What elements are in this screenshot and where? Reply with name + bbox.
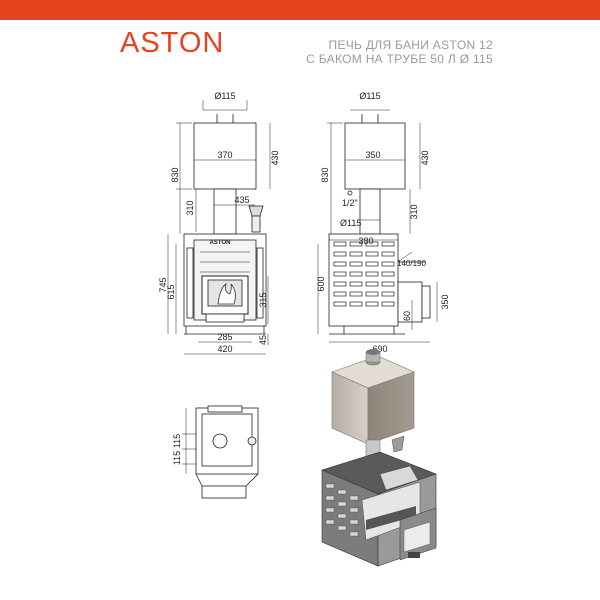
side-tank <box>344 122 406 190</box>
front-stove-logo: ASTON <box>210 240 231 246</box>
side-dim-tank-width: 350 <box>365 150 380 160</box>
side-dim-pipe-height: 310 <box>409 204 419 219</box>
product-title-line1: ПЕЧЬ ДЛЯ БАНИ ASTON 12 <box>328 38 493 52</box>
front-dim-pipe-height: 310 <box>185 200 195 215</box>
front-dim-total-height: 830 <box>170 167 180 182</box>
side-view <box>317 109 438 343</box>
front-pipe <box>213 188 237 235</box>
side-dim-firebox-offset: 60 <box>402 311 412 321</box>
side-dim-total-height: 830 <box>320 167 330 182</box>
front-dim-tank-height: 430 <box>270 150 280 165</box>
front-dim-door-width: 285 <box>217 332 232 342</box>
side-dim-pipe-lower: Ø115 <box>340 218 361 228</box>
brand-logo: ASTON <box>120 27 225 59</box>
front-dim-base-width: 420 <box>217 344 232 354</box>
front-dim-leg-height: 45 <box>258 335 268 345</box>
side-stove-body <box>328 233 399 327</box>
top-dim-a: 115 <box>172 434 182 448</box>
front-tank <box>193 122 257 190</box>
product-title-line2: С БАКОМ НА ТРУБЕ 50 Л Ø 115 <box>306 52 493 66</box>
front-dim-body-height: 615 <box>166 284 176 299</box>
front-dim-offset: 435 <box>234 195 249 205</box>
product-title: ПЕЧЬ ДЛЯ БАНИ ASTON 12 С БАКОМ НА ТРУБЕ … <box>306 38 493 66</box>
side-dim-tank-height: 430 <box>420 150 430 165</box>
front-dim-pipe: Ø115 <box>214 91 235 101</box>
side-dim-total-depth: 690 <box>372 344 387 354</box>
side-dim-top-width: 380 <box>358 236 373 246</box>
front-dim-door-height: 315 <box>258 292 268 307</box>
side-dim-firebox-height: 350 <box>440 294 450 309</box>
side-dim-fitting: 1/2" <box>342 198 358 208</box>
header-bar <box>0 0 600 20</box>
side-dim-pipe: Ø115 <box>359 91 380 101</box>
top-view <box>182 405 259 499</box>
side-dim-stove-height: 600 <box>316 276 326 291</box>
side-pipe <box>359 188 381 235</box>
top-pipe-hole <box>212 433 228 449</box>
front-view <box>167 100 271 355</box>
stove-3d-render <box>321 349 437 567</box>
side-dim-outlet: 140/190 <box>397 259 426 268</box>
front-dim-stove-height: 745 <box>158 277 168 292</box>
top-dim-b: 115 <box>172 451 182 465</box>
front-dim-tank-width: 370 <box>217 150 232 160</box>
